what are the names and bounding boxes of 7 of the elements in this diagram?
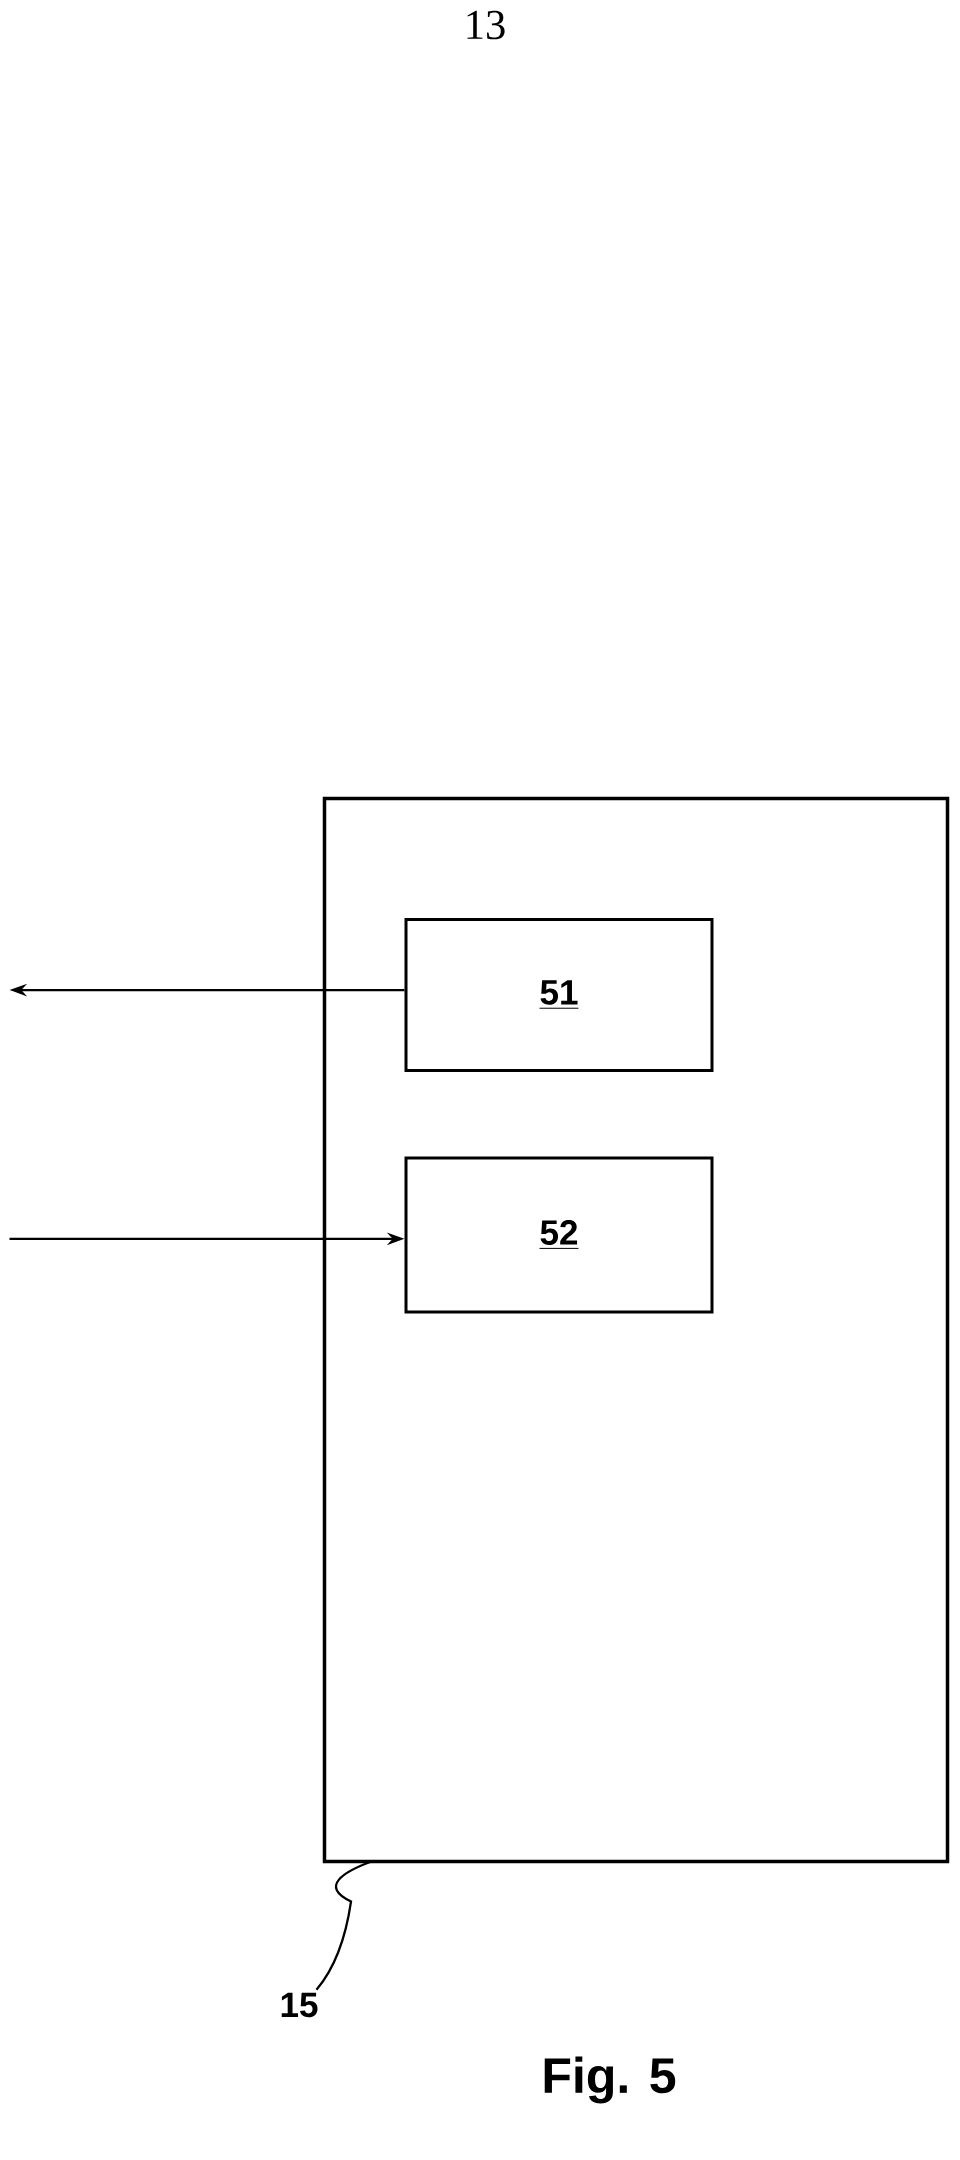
figure-caption: Fig. 5 xyxy=(544,2056,676,2104)
leader-line xyxy=(315,1860,372,1991)
page-number: 13 xyxy=(467,10,505,40)
numbered-box: 52 xyxy=(404,1156,714,1314)
numbered-box: 51 xyxy=(404,918,714,1072)
device-box xyxy=(322,796,950,1864)
reference-numeral: 15 xyxy=(281,1992,318,2018)
